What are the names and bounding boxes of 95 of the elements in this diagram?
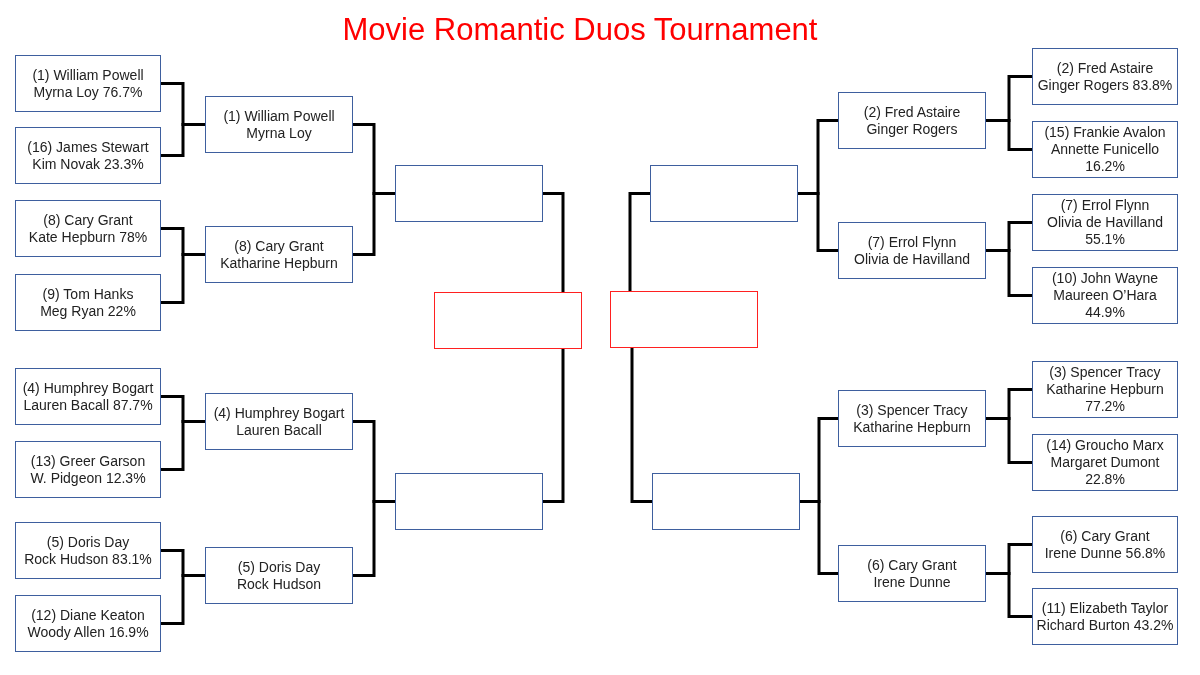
duo-name: Richard Burton 43.2% <box>1036 616 1174 634</box>
bracket-line <box>543 192 565 292</box>
bracket-box <box>15 595 161 652</box>
bracket-line <box>986 119 1032 151</box>
empty-bracket-box <box>652 473 800 530</box>
duo-name: Olivia de Havilland 55.1% <box>1046 214 1164 248</box>
duo-name: (11) Elizabeth Taylor <box>1041 599 1169 617</box>
bracket-box <box>15 274 161 331</box>
duo-name: Maureen O’Hara 44.9% <box>1052 287 1158 321</box>
bracket-box <box>838 545 986 602</box>
bracket-box <box>838 222 986 279</box>
duo-name: Irene Dunne <box>873 573 951 591</box>
bracket-line <box>986 572 1032 618</box>
duo-name: (3) Spencer Tracy <box>1049 364 1161 382</box>
duo-name: (8) Cary Grant <box>234 237 324 255</box>
bracket-box <box>1032 434 1178 491</box>
bracket-box <box>15 127 161 184</box>
bracket-line <box>628 192 650 291</box>
duo-name: Olivia de Havilland <box>854 250 970 268</box>
duo-name: (3) Spencer Tracy <box>856 401 968 419</box>
finalist-box <box>434 292 582 349</box>
bracket-box <box>1032 588 1178 645</box>
bracket-line <box>800 500 838 575</box>
bracket-box <box>1032 121 1178 178</box>
empty-bracket-box <box>395 165 543 222</box>
diagram-title: Movie Romantic Duos Tournament <box>342 12 818 48</box>
bracket-line <box>161 123 205 157</box>
bracket-line <box>798 192 838 252</box>
duo-name: Annette Funicello 16.2% <box>1049 141 1161 175</box>
bracket-box <box>1032 516 1178 573</box>
duo-name: (13) Greer Garson <box>30 452 146 470</box>
bracket-line <box>986 249 1032 297</box>
duo-name: (7) Errol Flynn <box>867 233 957 251</box>
duo-name: Myrna Loy 76.7% <box>33 83 143 101</box>
duo-name: Katharine Hepburn <box>853 418 971 436</box>
duo-name: Ginger Rogers <box>866 120 958 138</box>
duo-name: Katharine Hepburn <box>220 254 338 272</box>
bracket-box <box>15 200 161 257</box>
bracket-box <box>15 441 161 498</box>
bracket-box <box>1032 194 1178 251</box>
duo-name: (2) Fred Astaire <box>1056 59 1154 77</box>
duo-name: (9) Tom Hanks <box>42 285 134 303</box>
duo-name: (14) Groucho Marx <box>1046 437 1164 455</box>
duo-name: (4) Humphrey Bogart <box>213 404 345 422</box>
duo-name: (1) William Powell <box>32 66 144 84</box>
duo-name: (15) Frankie Avalon <box>1044 124 1166 142</box>
duo-name: (6) Cary Grant <box>867 556 957 574</box>
duo-name: Katharine Hepburn 77.2% <box>1045 381 1165 415</box>
duo-name: Woody Allen 16.9% <box>27 623 149 641</box>
bracket-line <box>543 349 565 503</box>
duo-name: (4) Humphrey Bogart <box>22 379 154 397</box>
duo-name: Meg Ryan 22% <box>40 302 136 320</box>
duo-name: (12) Diane Keaton <box>31 606 145 624</box>
bracket-box <box>205 547 353 604</box>
duo-name: (1) William Powell <box>223 107 335 125</box>
bracket-box <box>15 522 161 579</box>
bracket-box <box>15 368 161 425</box>
duo-name: Kate Hepburn 78% <box>28 228 148 246</box>
duo-name: (7) Errol Flynn <box>1060 197 1150 215</box>
duo-name: Lauren Bacall 87.7% <box>23 396 153 414</box>
duo-name: Rock Hudson 83.1% <box>24 550 152 568</box>
bracket-line <box>161 253 205 304</box>
duo-name: W. Pidgeon 12.3% <box>30 469 146 487</box>
bracket-line <box>986 417 1032 464</box>
bracket-box <box>205 96 353 153</box>
duo-name: Myrna Loy <box>246 124 312 142</box>
duo-name: (5) Doris Day <box>46 533 130 551</box>
duo-name: Irene Dunne 56.8% <box>1044 544 1166 562</box>
bracket-box <box>205 393 353 450</box>
empty-bracket-box <box>650 165 798 222</box>
duo-name: (2) Fred Astaire <box>863 103 961 121</box>
duo-name: (8) Cary Grant <box>43 211 133 229</box>
duo-name: Margaret Dumont 22.8% <box>1049 454 1161 488</box>
finalist-box <box>610 291 758 348</box>
bracket-box <box>205 226 353 283</box>
bracket-line <box>353 192 395 256</box>
duo-name: (10) John Wayne <box>1051 270 1159 288</box>
duo-name: Lauren Bacall <box>236 421 322 439</box>
bracket-line <box>161 420 205 471</box>
duo-name: Ginger Rogers 83.8% <box>1037 76 1173 94</box>
duo-name: (6) Cary Grant <box>1060 527 1150 545</box>
empty-bracket-box <box>395 473 543 530</box>
duo-name: Kim Novak 23.3% <box>32 155 144 173</box>
bracket-line <box>161 574 205 625</box>
bracket-box <box>1032 361 1178 418</box>
bracket-box <box>838 390 986 447</box>
duo-name: Rock Hudson <box>236 575 321 593</box>
duo-name: (5) Doris Day <box>237 558 321 576</box>
bracket-line <box>353 500 395 577</box>
bracket-box <box>1032 48 1178 105</box>
bracket-box <box>1032 267 1178 324</box>
bracket-box <box>15 55 161 112</box>
bracket-box <box>838 92 986 149</box>
bracket-line <box>630 348 652 503</box>
duo-name: (16) James Stewart <box>27 138 149 156</box>
